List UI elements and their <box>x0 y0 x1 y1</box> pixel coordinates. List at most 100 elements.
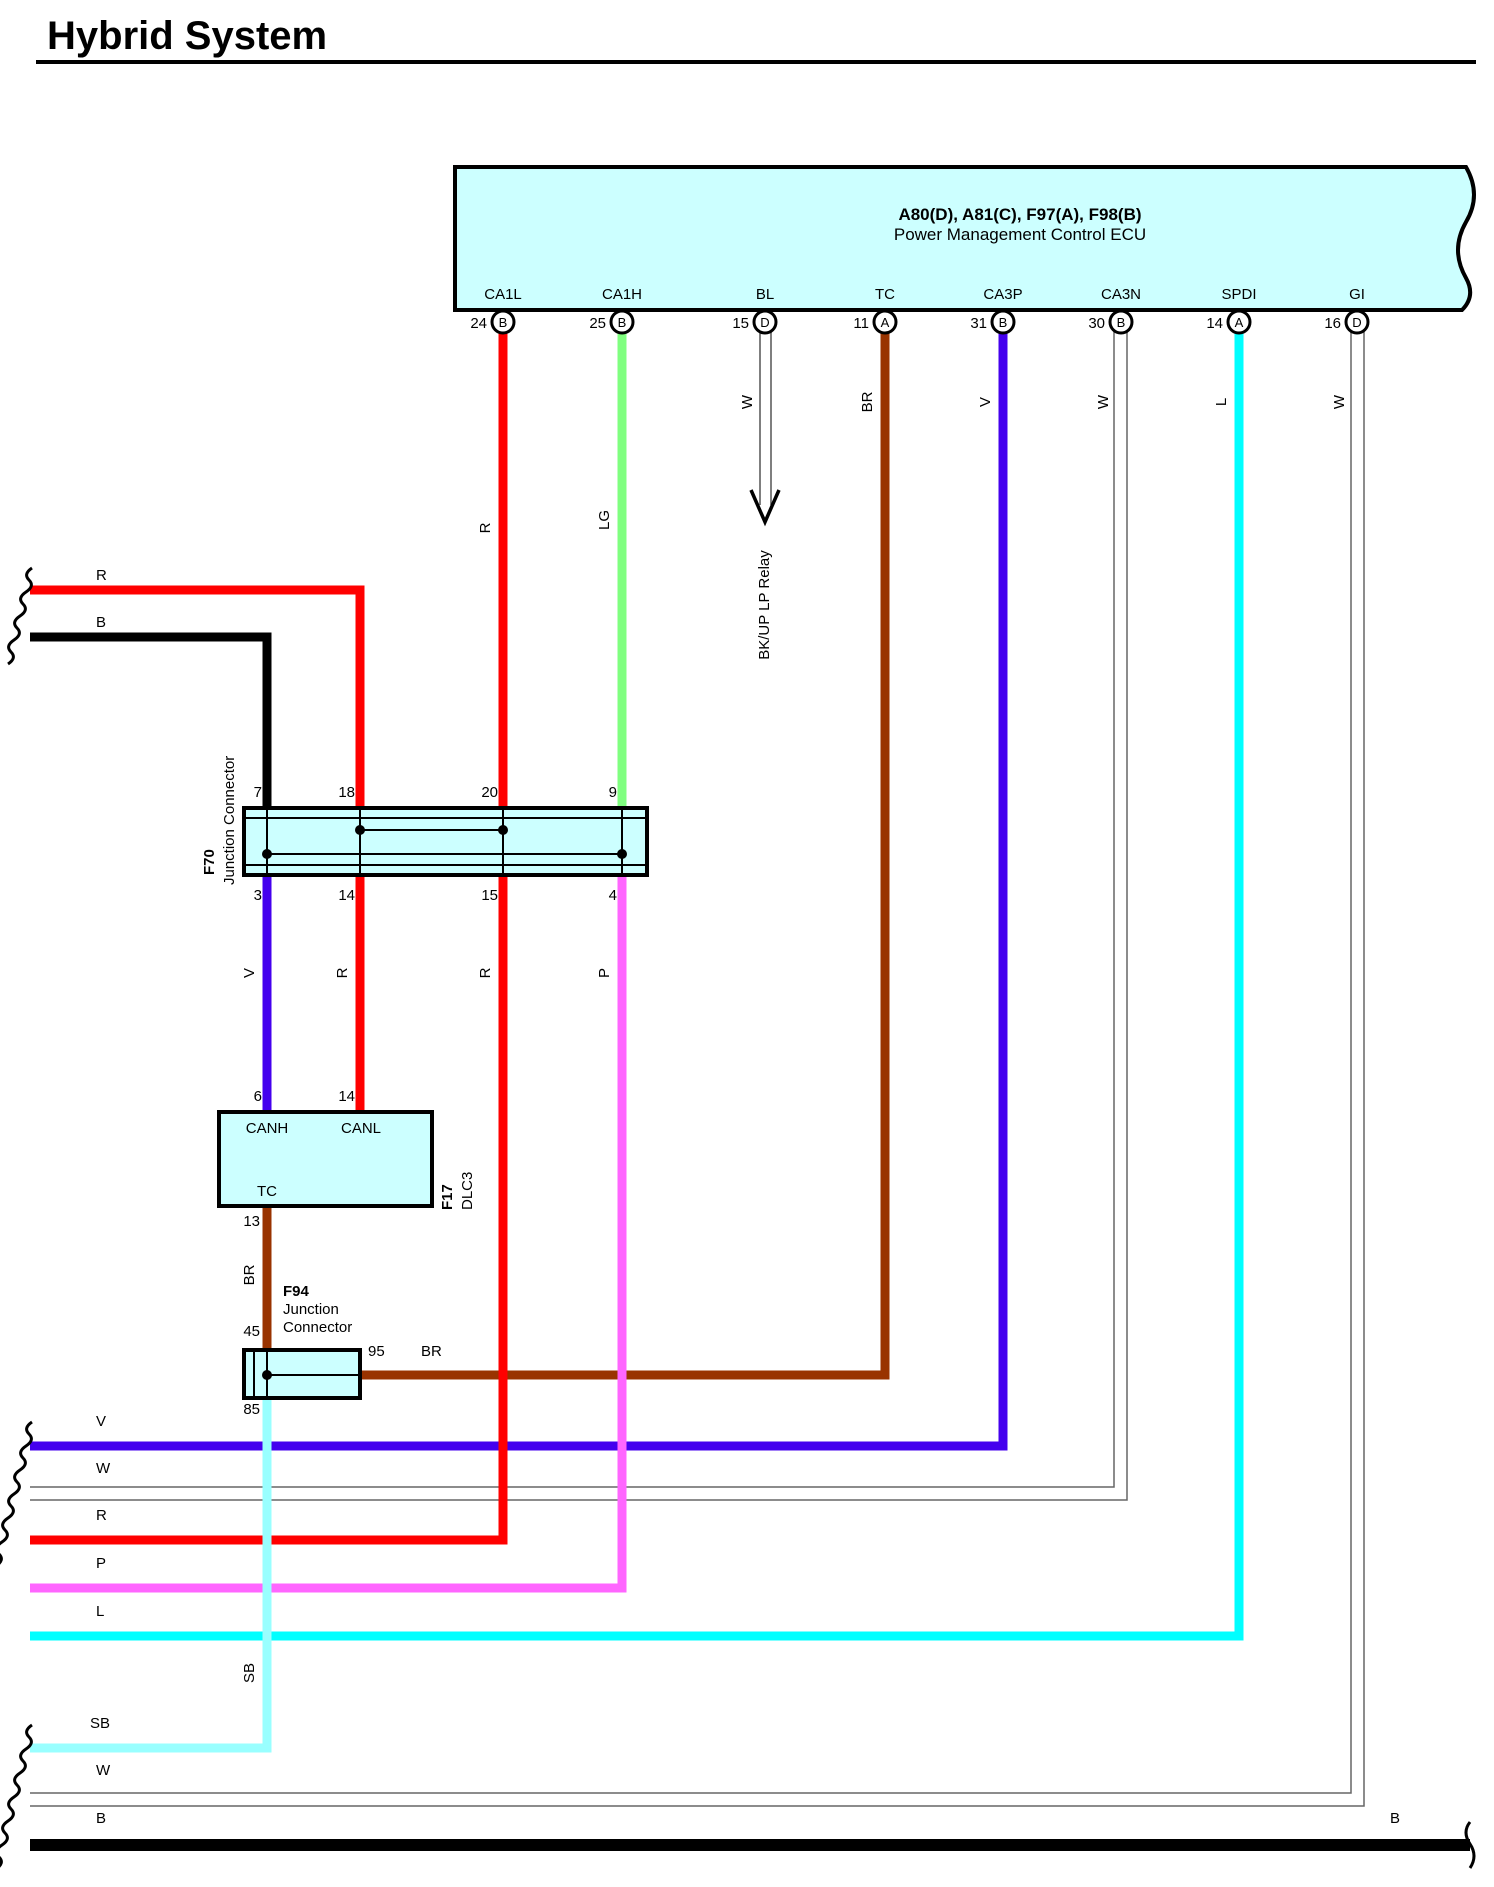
left-wire-label: R <box>96 1507 107 1524</box>
wire-f70-4-p <box>30 875 627 1593</box>
ecu-pin-number: 14 <box>1206 315 1223 332</box>
f94-pin-top: 45 <box>243 1323 260 1340</box>
ecu-connector-letter: B <box>618 315 627 330</box>
ecu-connector-letter: A <box>881 315 890 330</box>
relay-arrow <box>749 489 781 527</box>
ecu-terminal-label: CA3P <box>983 286 1022 303</box>
ecu-pin-number: 24 <box>470 315 487 332</box>
f94-right-wire-label: BR <box>421 1343 442 1360</box>
ecu-outline <box>453 165 1476 312</box>
f70-name: Junction Connector <box>221 756 238 885</box>
f94-name-line2: Connector <box>283 1319 352 1336</box>
ecu-terminal-label: BL <box>756 286 774 303</box>
page-title: Hybrid System <box>47 14 327 58</box>
ecu-wire-color-label: W <box>1331 394 1348 409</box>
f94-pin-bottom: 85 <box>243 1401 260 1418</box>
ecu-wire-color-label: L <box>1213 398 1230 406</box>
ecu-pin-number: 30 <box>1088 315 1105 332</box>
wire-gi-w-a <box>30 330 1352 1794</box>
wires <box>30 330 1470 1851</box>
f17-pin-canl: 14 <box>338 1088 355 1105</box>
wire-label-ca1l-lower: R <box>477 522 494 533</box>
wire-break-mark <box>0 1723 33 1868</box>
f70-splice-dot <box>262 849 272 859</box>
wire-top-b <box>30 632 272 808</box>
ecu-box: A80(D), A81(C), F97(A), F98(B) Power Man… <box>453 165 1476 335</box>
wire-ca3n-w-b <box>30 330 1128 1501</box>
left-wire-label: L <box>96 1603 104 1620</box>
wire-ca3n-w-a <box>30 330 1115 1488</box>
wire-break-mark <box>0 1420 33 1565</box>
wire-tc-br <box>360 330 890 1380</box>
f70-wire-label: R <box>477 967 494 978</box>
f17-name: DLC3 <box>459 1172 476 1210</box>
wire-top-r <box>30 585 365 808</box>
ecu-terminal-label: CA3N <box>1101 286 1141 303</box>
ecu-pin-number: 25 <box>589 315 606 332</box>
ecu-connector-letter: D <box>1352 315 1361 330</box>
ecu-wire-labels: W BR V W L W <box>739 391 1348 412</box>
ecu-connector-letter: A <box>1235 315 1244 330</box>
f17-label-canl: CANL <box>341 1120 381 1137</box>
f70-splice-dot <box>617 849 627 859</box>
left-wire-labels: R B V W R P L SB W B B <box>90 567 1400 1827</box>
f70-pin-label: 15 <box>481 887 498 904</box>
ecu-name: Power Management Control ECU <box>894 225 1146 244</box>
f70-box <box>242 806 649 877</box>
f70-junction-connector: F70 Junction Connector 7 18 20 9 3 14 15… <box>201 756 649 978</box>
f17-box <box>217 1110 434 1208</box>
left-wire-label: SB <box>90 1715 110 1732</box>
ecu-connector-letter: D <box>760 315 769 330</box>
ecu-connector-circle <box>490 309 516 335</box>
left-wire-label: B <box>96 614 106 631</box>
ecu-connector-circle <box>609 309 635 335</box>
ecu-terminal-label: CA1H <box>602 286 642 303</box>
wire-ca3p-v <box>30 330 1008 1451</box>
f70-wire-label: V <box>241 968 258 978</box>
f17-dlc3: 6 14 CANH CANL TC 13 F17 DLC3 BR <box>217 1088 476 1285</box>
wire-break-mark-right <box>1464 1821 1476 1869</box>
ecu-terminal-label: GI <box>1349 286 1365 303</box>
ecu-connector-circle <box>752 309 778 335</box>
f94-bottom-wire-label: SB <box>241 1663 258 1683</box>
f70-pin-label: 3 <box>254 887 262 904</box>
left-wire-label: P <box>96 1555 106 1572</box>
f70-pin-label: 20 <box>481 784 498 801</box>
ecu-wire-color-label: W <box>1095 394 1112 409</box>
left-wire-label: W <box>96 1460 111 1477</box>
ecu-pin-number: 11 <box>853 315 869 332</box>
ecu-wire-color-label: W <box>739 394 756 409</box>
f17-pin-tc: 13 <box>243 1213 260 1230</box>
f94-pin-right: 95 <box>368 1343 385 1360</box>
f94-junction-connector: F94 Junction Connector 45 95 BR 85 SB <box>241 1283 442 1683</box>
wire-f70-15-r <box>30 875 508 1545</box>
ecu-wire-color-label: BR <box>859 391 876 412</box>
f94-name-line1: Junction <box>283 1301 339 1318</box>
wire-break-marks-left <box>0 566 33 1868</box>
ecu-connector-circle <box>1344 309 1370 335</box>
wire-gi-w-b <box>30 330 1365 1807</box>
left-wire-label: R <box>96 567 107 584</box>
f17-label-canh: CANH <box>246 1120 289 1137</box>
ecu-connector-letter: B <box>1117 315 1126 330</box>
wire-break-mark <box>7 566 33 666</box>
ecu-terminal-label: TC <box>875 286 895 303</box>
ecu-connector-circle <box>1226 309 1252 335</box>
ecu-pin-number: 15 <box>732 315 749 332</box>
f70-splice-dot <box>355 825 365 835</box>
ecu-wire-color-label: V <box>977 397 994 407</box>
f70-pin-label: 18 <box>338 784 355 801</box>
ecu-pin-number: 31 <box>970 315 987 332</box>
ecu-connector-circle <box>872 309 898 335</box>
f70-pin-label: 4 <box>609 887 617 904</box>
f94-id: F94 <box>283 1283 310 1300</box>
ecu-connector-letter: B <box>999 315 1008 330</box>
f17-label-tc: TC <box>257 1183 277 1200</box>
f94-splice-dot <box>262 1370 272 1380</box>
f70-pin-label: 14 <box>338 887 355 904</box>
f70-pin-label: 7 <box>254 784 262 801</box>
ecu-terminal-label: CA1L <box>484 286 522 303</box>
left-wire-label: V <box>96 1413 106 1430</box>
